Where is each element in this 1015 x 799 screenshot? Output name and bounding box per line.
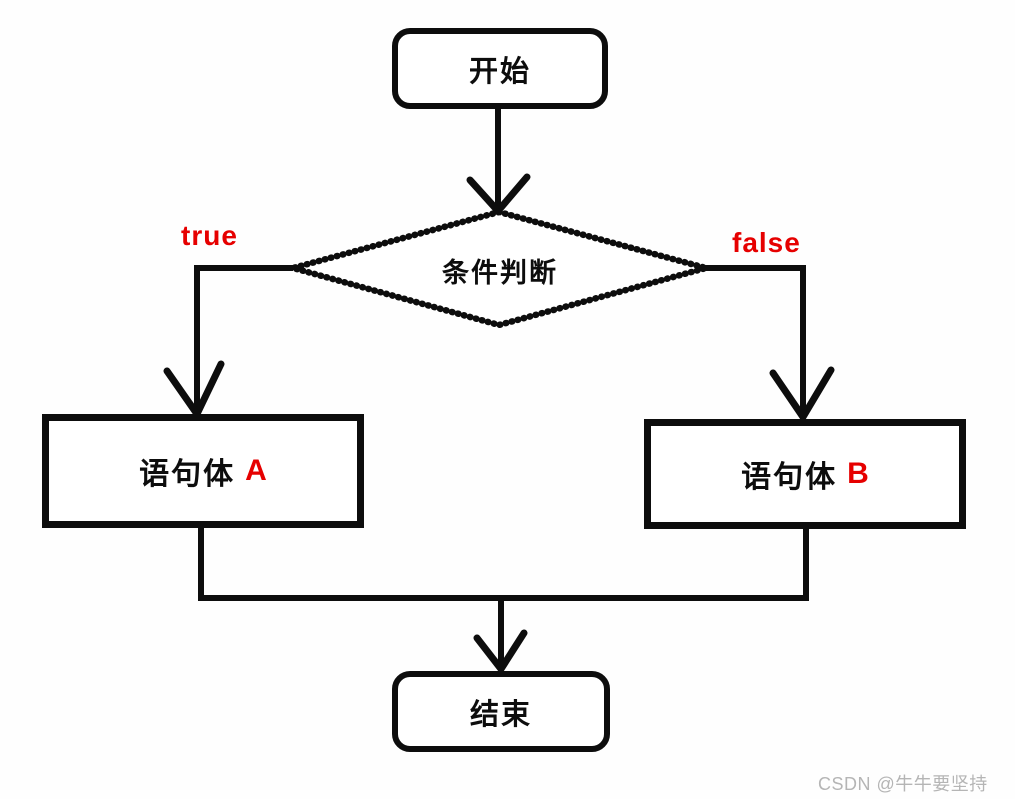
connector-true-branch bbox=[194, 265, 293, 411]
arrow-down-icon bbox=[473, 629, 528, 673]
condition-node-label: 条件判断 bbox=[442, 258, 558, 288]
statement-b-letter: B bbox=[847, 457, 869, 490]
statement-a-label: 语句体 bbox=[139, 458, 236, 491]
statement-a-node: 语句体 A bbox=[42, 414, 364, 528]
start-node: 开始 bbox=[392, 28, 608, 109]
end-node-label: 结束 bbox=[469, 698, 532, 731]
statement-b-node: 语句体 B bbox=[644, 419, 966, 529]
end-node: 结束 bbox=[392, 671, 610, 752]
start-node-label: 开始 bbox=[468, 55, 531, 88]
watermark: CSDN @牛牛要坚持 bbox=[818, 774, 988, 794]
true-branch-label: true bbox=[181, 220, 238, 251]
statement-b-label: 语句体 bbox=[741, 461, 838, 494]
arrow-down-icon bbox=[769, 366, 835, 421]
false-branch-label: false bbox=[732, 227, 801, 258]
condition-diamond bbox=[289, 208, 710, 329]
statement-a-letter: A bbox=[245, 454, 267, 487]
connector-false-branch bbox=[705, 265, 806, 414]
